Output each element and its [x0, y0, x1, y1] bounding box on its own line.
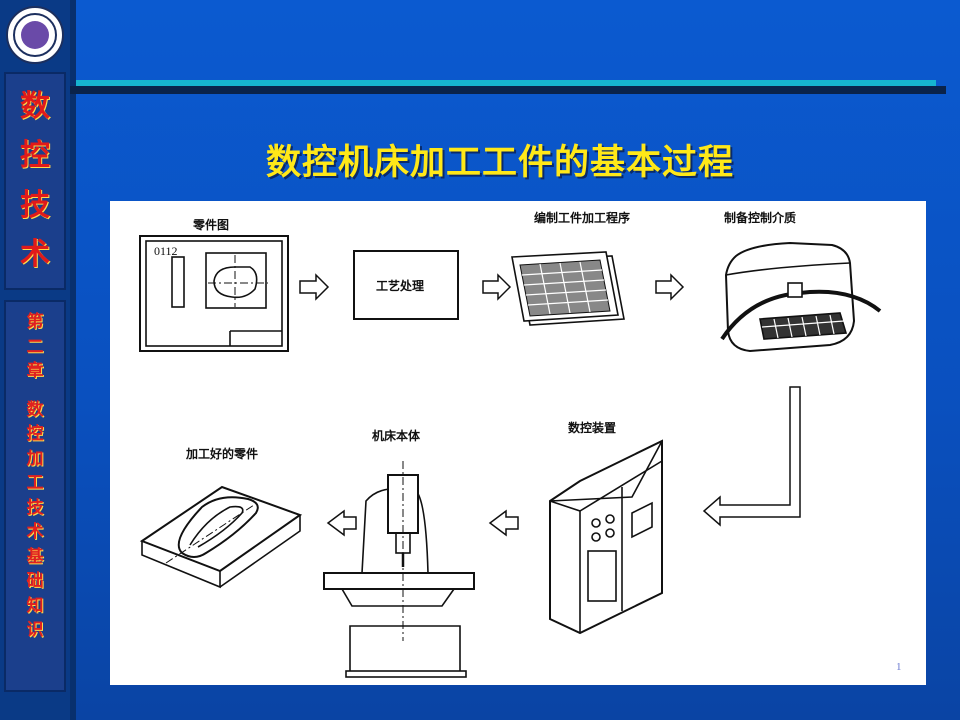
chapter-char: 识: [26, 620, 44, 640]
chapter-char: 础: [26, 571, 44, 591]
chapter-char: 知: [26, 595, 44, 616]
chapter-char: 基: [26, 546, 44, 567]
chapter-char: 章: [26, 361, 44, 381]
arrow-left-icon: [488, 509, 519, 537]
label-part-drawing: 零件图: [193, 218, 230, 232]
chapter-char: 工: [26, 473, 44, 493]
sidebar-edge: [70, 0, 76, 720]
chapter-char: 技: [26, 497, 44, 518]
process-diagram: 零件图 0112 工艺处理 编制工件加工程序 制备控制介质 数控装置 机床本体 …: [110, 201, 926, 685]
university-logo: [6, 6, 64, 64]
course-char: 术: [20, 237, 50, 273]
header-rule-shadow: [70, 86, 946, 94]
slide-title: 数控机床加工工件的基本过程: [265, 143, 734, 183]
course-title-box: 数 控 技 术: [4, 72, 66, 290]
chapter-char: 控: [26, 424, 44, 444]
logo-emblem: [21, 21, 49, 49]
part-drawing-illustration: [139, 235, 289, 352]
process-planning-box: [353, 250, 459, 320]
arrow-right-icon: [655, 273, 685, 301]
machine-body-illustration: [323, 461, 475, 678]
control-medium-illustration: [720, 241, 882, 353]
label-process-planning: 工艺处理: [376, 279, 425, 293]
program-sheet-illustration: [511, 251, 625, 326]
label-machine-body: 机床本体: [372, 429, 421, 443]
logo-ring: [13, 13, 57, 57]
label-control-medium: 制备控制介质: [724, 211, 797, 225]
label-part-code: 0112: [154, 244, 178, 258]
label-cnc-device: 数控装置: [568, 421, 617, 435]
chapter-char: 二: [26, 336, 44, 357]
arrow-right-icon: [299, 273, 330, 301]
course-char: 控: [20, 138, 50, 174]
chapter-char: 术: [26, 522, 44, 542]
chapter-char: 第: [26, 312, 44, 332]
chapter-title-box: 第 二 章 数 控 加 工 技 术 基 础 知 识: [4, 300, 66, 692]
label-finished-part: 加工好的零件: [186, 447, 259, 461]
chapter-char: 加: [26, 448, 44, 469]
arrow-right-icon: [482, 273, 512, 301]
flow-arrows: [299, 273, 801, 537]
header-rule: [76, 80, 936, 86]
finished-part-illustration: [139, 485, 303, 589]
course-char: 技: [20, 187, 50, 223]
chapter-char: 数: [26, 399, 44, 420]
return-arrow-icon: [702, 386, 801, 527]
page-number: 1: [896, 661, 902, 673]
arrow-left-icon: [326, 509, 357, 537]
cnc-device-illustration: [549, 439, 663, 635]
process-diagram-drawing: [139, 235, 882, 678]
label-program-writing: 编制工件加工程序: [534, 211, 631, 225]
course-char: 数: [20, 88, 50, 124]
